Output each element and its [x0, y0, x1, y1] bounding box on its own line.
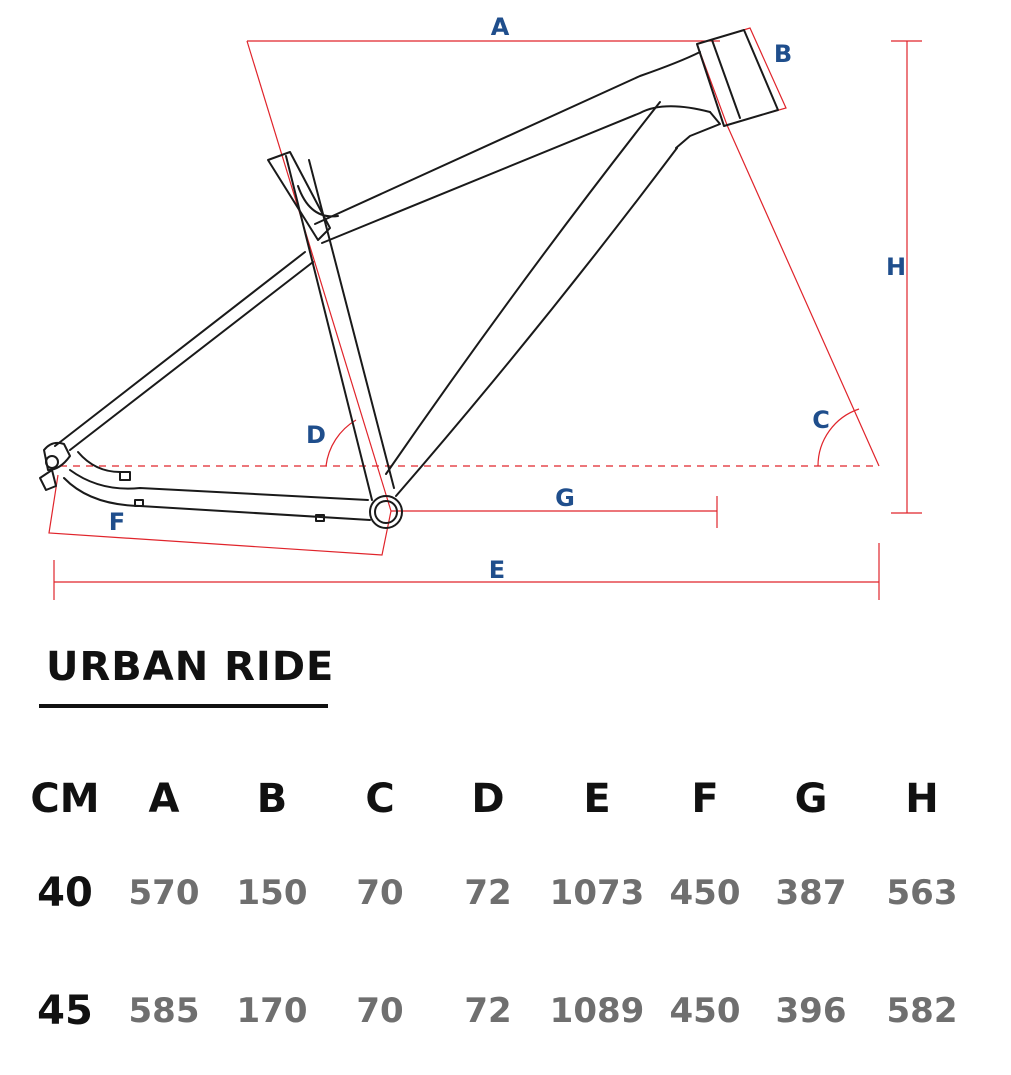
size-cell: 45 [37, 988, 93, 1034]
dim-line-f [48, 474, 392, 556]
header-a: A [148, 776, 180, 822]
brake-bridge [77, 451, 121, 473]
label-f: F [109, 508, 125, 536]
seat-tube-axis-line [246, 40, 392, 512]
value-cell-h: 563 [886, 873, 958, 913]
value-cell-e: 1089 [549, 991, 645, 1031]
value-cell-b: 170 [236, 991, 308, 1031]
label-h: H [886, 253, 906, 281]
label-c: C [812, 406, 830, 434]
label-b: B [774, 40, 792, 68]
head-tube-detail [711, 39, 741, 119]
header-cm: CM [30, 776, 100, 822]
seat-tube-top [267, 151, 331, 241]
seat-stay-lower [69, 261, 314, 451]
value-cell-c: 70 [356, 991, 404, 1031]
header-h: H [905, 776, 939, 822]
seat-stay-upper [54, 251, 306, 447]
value-cell-g: 396 [775, 991, 847, 1031]
dimension-lines [48, 27, 922, 600]
table-row: 45 585 170 70 72 1089 450 396 582 [20, 948, 980, 1074]
value-cell-a: 570 [128, 873, 200, 913]
top-tube-upper [314, 51, 701, 225]
dim-arc-c [817, 408, 860, 467]
header-e: E [583, 776, 611, 822]
value-cell-f: 450 [669, 991, 741, 1031]
seat-clamp-detail [297, 185, 339, 218]
value-cell-h: 582 [886, 991, 958, 1031]
label-d: D [306, 421, 326, 449]
frame-geometry-diagram: A B C D E F G H [39, 13, 922, 600]
top-tube-gusset [675, 111, 721, 149]
value-cell-b: 150 [236, 873, 308, 913]
head-tube-axis-line [726, 124, 880, 467]
dim-arc-d [325, 419, 357, 467]
value-cell-d: 72 [464, 873, 512, 913]
header-f: F [691, 776, 719, 822]
header-g: G [794, 776, 828, 822]
rear-dropout [43, 441, 71, 471]
header-d: D [471, 776, 505, 822]
value-cell-c: 70 [356, 873, 404, 913]
stay-bridge-detail [119, 471, 131, 481]
title-underline [39, 704, 328, 708]
value-cell-f: 450 [669, 873, 741, 913]
seat-tube-left [285, 155, 373, 501]
label-g: G [555, 484, 575, 512]
top-tube-lower [321, 105, 711, 244]
down-tube-lower [395, 147, 678, 497]
header-c: C [365, 776, 395, 822]
head-tube [696, 29, 779, 127]
value-cell-d: 72 [464, 991, 512, 1031]
bottom-mount [315, 514, 325, 522]
header-b: B [256, 776, 288, 822]
derailleur-hanger [39, 469, 57, 491]
chainstay-mount [134, 499, 144, 507]
label-e: E [489, 556, 505, 584]
chain-stay-upper [69, 469, 369, 501]
geometry-table: CM A B C D E F G H 40 570 150 70 72 1073… [20, 760, 980, 1074]
rear-axle-icon [45, 455, 59, 469]
value-cell-e: 1073 [549, 873, 645, 913]
label-a: A [491, 13, 510, 41]
value-cell-a: 585 [128, 991, 200, 1031]
table-row: 40 570 150 70 72 1073 450 387 563 [20, 838, 980, 948]
bike-frame [39, 29, 779, 529]
model-title: URBAN RIDE [46, 644, 335, 690]
dim-line-b [696, 27, 787, 126]
down-tube-upper [385, 101, 661, 475]
table-header-row: CM A B C D E F G H [20, 760, 980, 838]
size-cell: 40 [37, 870, 93, 916]
bottom-bracket-outer [369, 495, 403, 529]
dimension-labels: A B C D E F G H [109, 13, 906, 584]
bottom-bracket-inner [374, 500, 398, 524]
value-cell-g: 387 [775, 873, 847, 913]
